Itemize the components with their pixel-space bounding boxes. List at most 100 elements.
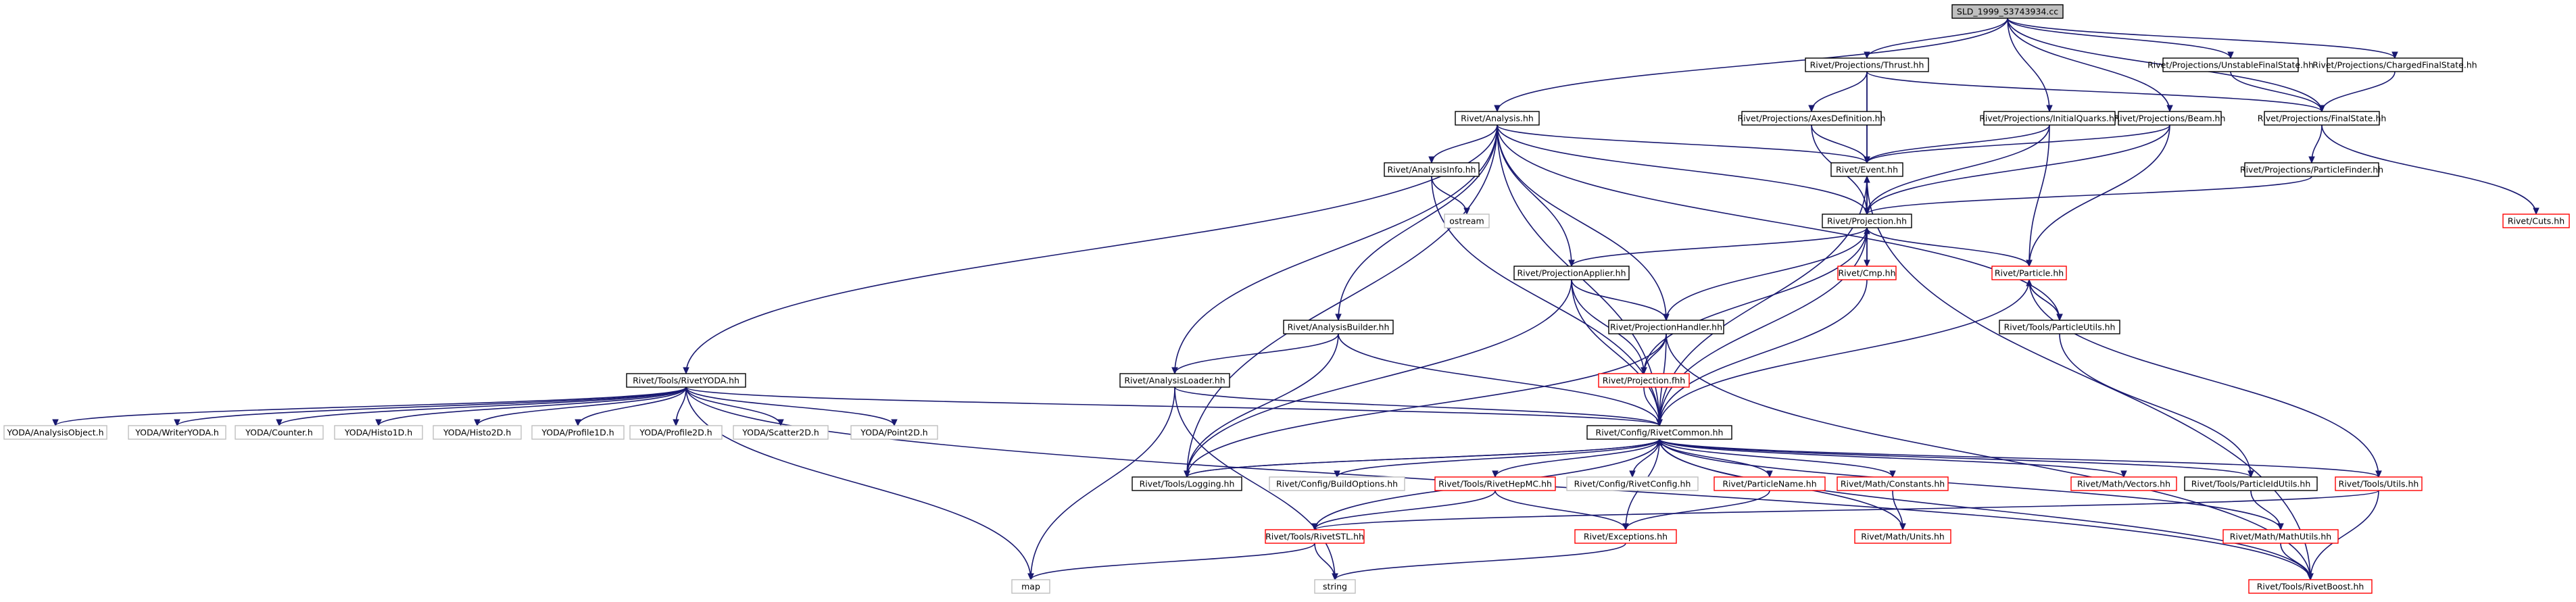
node-label: Rivet/Projections/ParticleFinder.hh bbox=[2240, 165, 2383, 175]
arrowhead bbox=[1332, 573, 1338, 581]
node-label: Rivet/ParticleName.hh bbox=[1722, 479, 1816, 489]
node-label: Rivet/Math/Units.hh bbox=[1861, 532, 1945, 542]
node-event[interactable]: Rivet/Event.hh bbox=[1830, 162, 1903, 177]
node-label: Rivet/ProjectionHandler.hh bbox=[1610, 322, 1722, 332]
nodes-layer: SLD_1999_S3743934.ccRivet/Analysis.hhRiv… bbox=[3, 4, 2570, 594]
node-analysisbuilder[interactable]: Rivet/AnalysisBuilder.hh bbox=[1283, 320, 1394, 334]
node-box bbox=[850, 425, 938, 440]
node-analysisinfo[interactable]: Rivet/AnalysisInfo.hh bbox=[1384, 162, 1480, 177]
edge-common-to-boost bbox=[1659, 438, 2314, 581]
edge-root-to-charged bbox=[2007, 18, 2398, 59]
node-boost[interactable]: Rivet/Tools/RivetBoost.hh bbox=[2248, 579, 2373, 594]
node-y_p1: YODA/Profile1D.h bbox=[531, 425, 625, 440]
node-label: Rivet/Tools/ParticleIdUtils.hh bbox=[2191, 479, 2311, 489]
node-y_wy: YODA/WriterYODA.h bbox=[128, 425, 226, 440]
node-exceptions[interactable]: Rivet/Exceptions.hh bbox=[1574, 529, 1677, 544]
node-cmp[interactable]: Rivet/Cmp.hh bbox=[1837, 266, 1897, 280]
edge-initial-to-particle bbox=[2026, 124, 2050, 268]
node-analysisloader[interactable]: Rivet/AnalysisLoader.hh bbox=[1119, 373, 1230, 388]
arrowhead bbox=[1494, 105, 1501, 113]
node-y_p2: YODA/Profile2D.h bbox=[629, 425, 723, 440]
node-projfhh[interactable]: Rivet/Projection.fhh bbox=[1598, 373, 1690, 388]
node-logging[interactable]: Rivet/Tools/Logging.hh bbox=[1132, 476, 1242, 491]
node-label: Rivet/Projections/ChargedFinalState.hh bbox=[2312, 60, 2477, 70]
arrowhead bbox=[276, 419, 283, 427]
edge-beam-to-particle bbox=[2026, 124, 2170, 268]
node-particle[interactable]: Rivet/Particle.hh bbox=[1991, 266, 2067, 280]
node-units[interactable]: Rivet/Math/Units.hh bbox=[1854, 529, 1951, 544]
edge-analysisinfo-to-ostream bbox=[1431, 176, 1470, 216]
node-label: Rivet/Projections/Thrust.hh bbox=[1810, 60, 1924, 70]
node-thrust[interactable]: Rivet/Projections/Thrust.hh bbox=[1805, 57, 1929, 72]
node-axes[interactable]: Rivet/Projections/AxesDefinition.hh bbox=[1737, 111, 1886, 126]
node-box bbox=[1837, 476, 1949, 491]
arrowhead bbox=[375, 419, 382, 427]
node-unstable[interactable]: Rivet/Projections/UnstableFinalState.hh bbox=[2147, 57, 2314, 72]
node-box bbox=[1714, 476, 1826, 491]
node-label: Rivet/Tools/Utils.hh bbox=[2339, 479, 2419, 489]
node-box bbox=[1119, 373, 1230, 388]
arrowhead bbox=[1864, 175, 1870, 183]
node-label: Rivet/Cmp.hh bbox=[1838, 268, 1895, 278]
node-pidutils[interactable]: Rivet/Tools/ParticleIdUtils.hh bbox=[2184, 476, 2318, 491]
node-box bbox=[433, 425, 522, 440]
node-beam[interactable]: Rivet/Projections/Beam.hh bbox=[2114, 111, 2226, 126]
node-box bbox=[1586, 425, 1732, 440]
arrowhead bbox=[1334, 470, 1340, 478]
node-box bbox=[1598, 373, 1690, 388]
node-initial[interactable]: Rivet/Projections/InitialQuarks.hh bbox=[1979, 111, 2120, 126]
node-label: Rivet/Math/Vectors.hh bbox=[2077, 479, 2170, 489]
node-box bbox=[1283, 320, 1394, 334]
arrowhead bbox=[2227, 51, 2234, 59]
node-constants[interactable]: Rivet/Math/Constants.hh bbox=[1837, 476, 1949, 491]
arrowhead bbox=[1656, 419, 1663, 427]
node-utils[interactable]: Rivet/Tools/Utils.hh bbox=[2335, 476, 2423, 491]
arrowhead bbox=[1492, 470, 1499, 478]
node-buildopts: Rivet/Config/BuildOptions.hh bbox=[1269, 476, 1405, 491]
node-label: Rivet/Config/RivetConfig.hh bbox=[1574, 479, 1691, 489]
node-label: YODA/Profile2D.h bbox=[639, 428, 712, 438]
node-cuts[interactable]: Rivet/Cuts.hh bbox=[2502, 214, 2570, 228]
node-y_ao: YODA/AnalysisObject.h bbox=[3, 425, 107, 440]
arrowhead bbox=[1808, 105, 1815, 113]
node-analysis[interactable]: Rivet/Analysis.hh bbox=[1455, 111, 1540, 126]
node-common[interactable]: Rivet/Config/RivetCommon.hh bbox=[1586, 425, 1732, 440]
arrowhead bbox=[174, 419, 180, 427]
node-label: YODA/Point2D.h bbox=[860, 428, 927, 438]
arrowhead bbox=[2308, 156, 2315, 164]
node-finalstate[interactable]: Rivet/Projections/FinalState.hh bbox=[2258, 111, 2387, 126]
node-box bbox=[1566, 476, 1699, 491]
arrowhead bbox=[1864, 51, 1870, 59]
node-label: YODA/Scatter2D.h bbox=[742, 428, 819, 438]
node-charged[interactable]: Rivet/Projections/ChargedFinalState.hh bbox=[2312, 57, 2477, 72]
node-y_pt2: YODA/Point2D.h bbox=[850, 425, 938, 440]
edge-common-to-vectors bbox=[1659, 438, 2127, 478]
node-projection[interactable]: Rivet/Projection.hh bbox=[1822, 214, 1912, 228]
node-rivetyoda[interactable]: Rivet/Tools/RivetYODA.hh bbox=[626, 373, 746, 388]
node-mathutils[interactable]: Rivet/Math/MathUtils.hh bbox=[2222, 529, 2339, 544]
node-label: Rivet/Tools/RivetBoost.hh bbox=[2257, 582, 2364, 592]
node-rivetstl[interactable]: Rivet/Tools/RivetSTL.hh bbox=[1265, 529, 1365, 544]
node-vectors[interactable]: Rivet/Math/Vectors.hh bbox=[2070, 476, 2177, 491]
node-hepmc[interactable]: Rivet/Tools/RivetHepMC.hh bbox=[1434, 476, 1556, 491]
edge-rivetyoda-to-map bbox=[685, 386, 1034, 581]
node-y_counter: YODA/Counter.h bbox=[235, 425, 324, 440]
node-particleutils[interactable]: Rivet/Tools/ParticleUtils.hh bbox=[1999, 320, 2120, 334]
node-particlefinder[interactable]: Rivet/Projections/ParticleFinder.hh bbox=[2240, 162, 2383, 177]
node-box bbox=[1269, 476, 1405, 491]
edge-finalstate-to-particlefinder bbox=[2308, 124, 2323, 164]
node-particlename[interactable]: Rivet/ParticleName.hh bbox=[1714, 476, 1826, 491]
node-box bbox=[1999, 320, 2120, 334]
arrowhead bbox=[2247, 470, 2254, 478]
node-projapplier[interactable]: Rivet/ProjectionApplier.hh bbox=[1513, 266, 1630, 280]
node-box bbox=[1132, 476, 1242, 491]
edge-rivetyoda-to-y_ao bbox=[52, 386, 687, 427]
node-box bbox=[235, 425, 324, 440]
edge-particle-to-utils bbox=[2028, 279, 2382, 478]
node-box bbox=[1513, 266, 1630, 280]
edge-common-to-pidutils bbox=[1659, 438, 2254, 478]
node-projhandler[interactable]: Rivet/ProjectionHandler.hh bbox=[1608, 320, 1724, 334]
edge-projhandler-to-projfhh bbox=[1641, 333, 1667, 375]
node-label: Rivet/Projection.fhh bbox=[1603, 376, 1685, 386]
edge-cmp-to-projection bbox=[1864, 226, 1870, 266]
